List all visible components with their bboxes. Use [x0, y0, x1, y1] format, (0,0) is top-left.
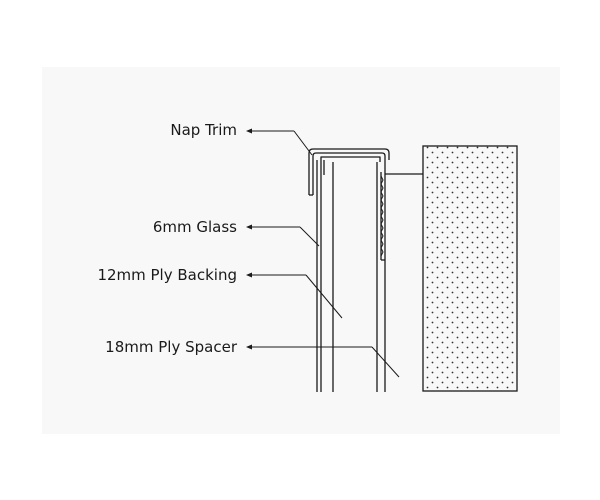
label-ply-spacer: 18mm Ply Spacer [105, 338, 237, 356]
label-glass: 6mm Glass [152, 218, 237, 236]
label-ply-backing: 12mm Ply Backing [97, 266, 237, 284]
wall-block [422, 145, 518, 392]
glass-pane [316, 160, 322, 392]
fixing-strip [380, 175, 384, 257]
label-nap-trim: Nap Trim [170, 121, 237, 139]
leader-glass [246, 224, 320, 247]
leader-nap-trim [246, 128, 313, 156]
ply-backing-board [332, 162, 378, 392]
leader-ply-backing [246, 272, 343, 319]
leader-ply-spacer [246, 344, 400, 378]
